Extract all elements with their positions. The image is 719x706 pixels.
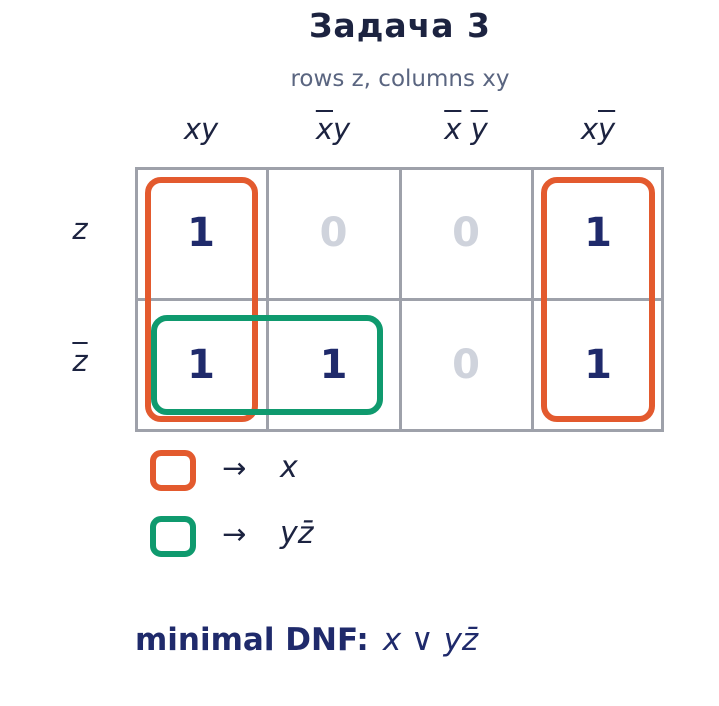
legend-expression-y-not-z: yz̄ <box>280 516 314 551</box>
group-x-left <box>145 177 258 422</box>
dnf-label: minimal DNF: <box>135 622 369 658</box>
row-header-label: z <box>72 212 88 246</box>
legend-expression-x: x <box>280 450 298 485</box>
col-header-post: y <box>333 112 351 146</box>
cell-r1-c0: 1 <box>187 342 215 388</box>
group-y-not-z <box>151 315 383 415</box>
cell-r1-c3: 1 <box>584 342 612 388</box>
legend-swatch-orange <box>150 450 196 491</box>
row-header-label: z <box>72 344 88 378</box>
col-header-notx-y: xy <box>267 112 399 146</box>
grid-line <box>531 167 534 432</box>
legend-swatch-green <box>150 516 196 557</box>
col-header-pre: x <box>580 112 598 146</box>
minimal-dnf: minimal DNF: x ∨ yz̄ <box>135 622 478 658</box>
row-header-not-z: z <box>60 344 100 378</box>
grid-line <box>266 167 269 432</box>
cell-r0-c1: 0 <box>319 210 348 256</box>
dnf-expression: x ∨ yz̄ <box>382 622 479 658</box>
page-subtitle: rows z, columns xy <box>290 66 510 92</box>
legend-arrow: → <box>222 451 247 485</box>
grid-line <box>661 167 664 432</box>
cell-r0-c2: 0 <box>452 210 480 256</box>
grid-line <box>399 167 402 432</box>
col-header-xy: xy <box>135 112 267 146</box>
col-header-label: xy <box>183 112 219 146</box>
col-header-over-y: y <box>598 112 616 146</box>
group-x-right <box>541 177 655 422</box>
cell-r1-c2: 0 <box>452 342 480 388</box>
cell-r0-c3: 1 <box>584 210 612 256</box>
cell-r1-c1: 1 <box>319 342 348 388</box>
legend-arrow: → <box>222 517 247 551</box>
col-header-over-x: x <box>444 112 462 146</box>
row-header-z: z <box>60 212 100 246</box>
karnaugh-map: 1 0 0 1 1 1 0 1 <box>135 167 664 432</box>
cell-r0-c0: 1 <box>187 210 215 256</box>
grid-line <box>135 167 138 432</box>
col-header-over-y: y <box>470 112 488 146</box>
col-header-notx-noty: x y <box>400 112 532 146</box>
page-title: Задача 3 <box>308 6 491 45</box>
col-header-over-x: x <box>315 112 333 146</box>
col-header-x-noty: xy <box>532 112 664 146</box>
